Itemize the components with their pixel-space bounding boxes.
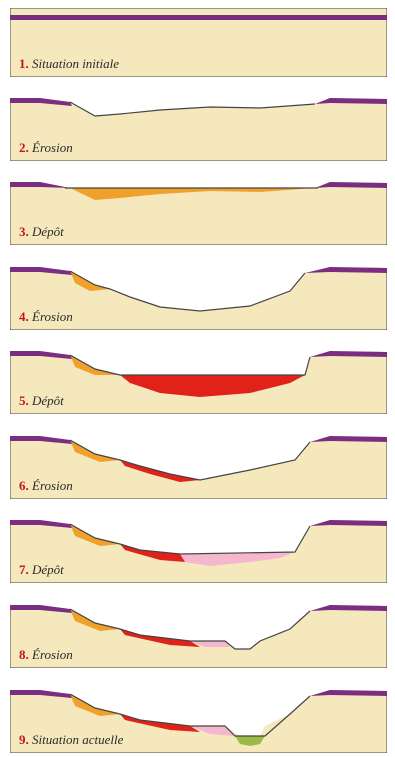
panel-9-current-situation: Haute terrasse Moyenne terrasse Basse te… bbox=[10, 684, 387, 753]
label-low-terrace: Basse terrasse bbox=[170, 709, 230, 719]
panel-7-deposit: 7. Dépôt bbox=[10, 514, 387, 583]
caption-9: 9. Situation actuelle bbox=[19, 732, 123, 748]
label-alluvial-plain-line1: Plaine bbox=[240, 684, 265, 694]
caption-2: 2. Érosion bbox=[19, 140, 73, 156]
label-high-terrace: Haute terrasse bbox=[76, 683, 135, 693]
caption-8: 8. Érosion bbox=[19, 647, 73, 663]
surface-layer bbox=[10, 15, 387, 20]
cross-section-7 bbox=[10, 514, 387, 583]
caption-3: 3. Dépôt bbox=[19, 224, 64, 240]
caption-4: 4. Érosion bbox=[19, 309, 73, 325]
label-middle-terrace: Moyenne terrasse bbox=[122, 697, 194, 707]
panel-4-erosion: 4. Érosion bbox=[10, 261, 387, 330]
caption-7: 7. Dépôt bbox=[19, 562, 64, 578]
panel-3-deposit: 3. Dépôt bbox=[10, 176, 387, 245]
cross-section-5 bbox=[10, 345, 387, 414]
caption-1: 1. Situation initiale bbox=[19, 56, 119, 72]
panel-2-erosion: 2. Érosion bbox=[10, 92, 387, 161]
caption-5: 5. Dépôt bbox=[19, 393, 64, 409]
caption-6: 6. Érosion bbox=[19, 478, 73, 494]
panel-6-erosion: 6. Érosion bbox=[10, 430, 387, 499]
panel-5-deposit: 5. Dépôt bbox=[10, 345, 387, 414]
cross-section-3 bbox=[10, 176, 387, 245]
label-alluvial-plain: Plaine alluviale bbox=[236, 684, 269, 704]
label-alluvial-plain-line2: alluviale bbox=[236, 694, 269, 704]
panel-8-erosion: 8. Érosion bbox=[10, 599, 387, 668]
panel-1-initial-situation: 1. Situation initiale bbox=[10, 8, 387, 77]
